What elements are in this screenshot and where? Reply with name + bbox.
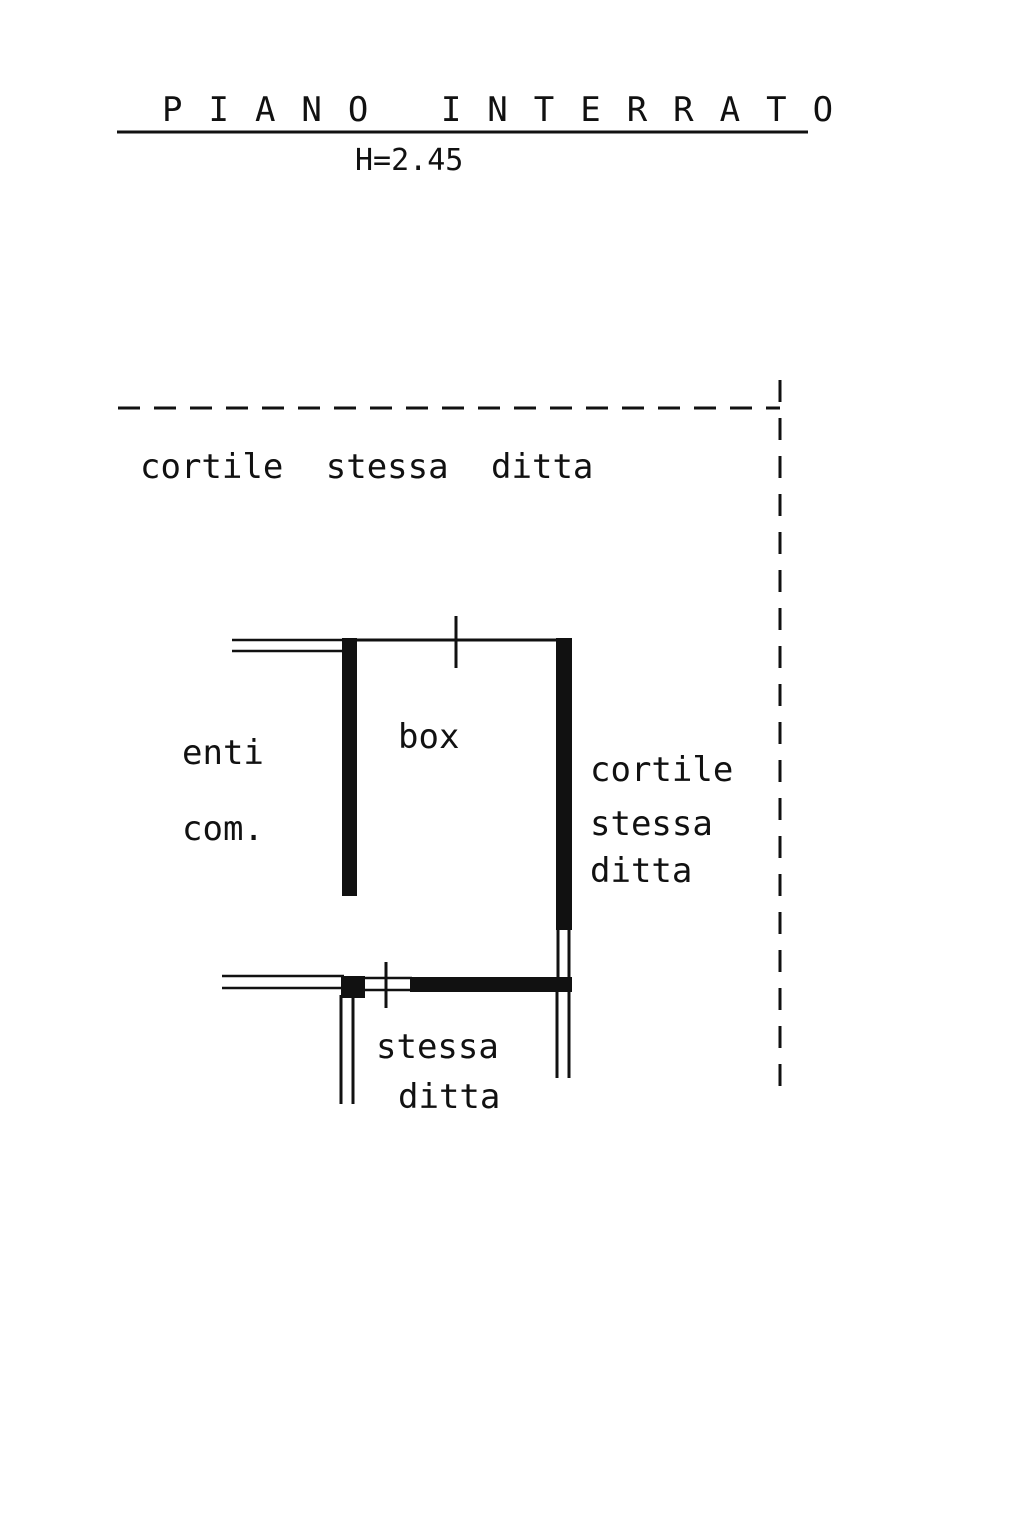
plan-title: PIANO INTERRATO — [162, 90, 859, 130]
label-box: box — [398, 717, 459, 757]
wall-bottom-corner-block — [341, 976, 365, 998]
label-common-areas-line2: com. — [182, 809, 264, 849]
wall-box-right — [556, 638, 572, 930]
label-courtyard-right-line3: ditta — [590, 851, 692, 891]
wall-box-left — [342, 638, 357, 896]
label-bottom-line1: stessa — [376, 1027, 499, 1067]
label-bottom-line2: ditta — [398, 1077, 500, 1117]
label-courtyard-top: cortile stessa ditta — [140, 447, 593, 487]
label-common-areas-line1: enti — [182, 733, 264, 773]
label-courtyard-right-line1: cortile — [590, 750, 733, 790]
height-label: H=2.45 — [355, 143, 463, 178]
label-courtyard-right-line2: stessa — [590, 804, 713, 844]
wall-bottom-thick — [410, 977, 572, 992]
